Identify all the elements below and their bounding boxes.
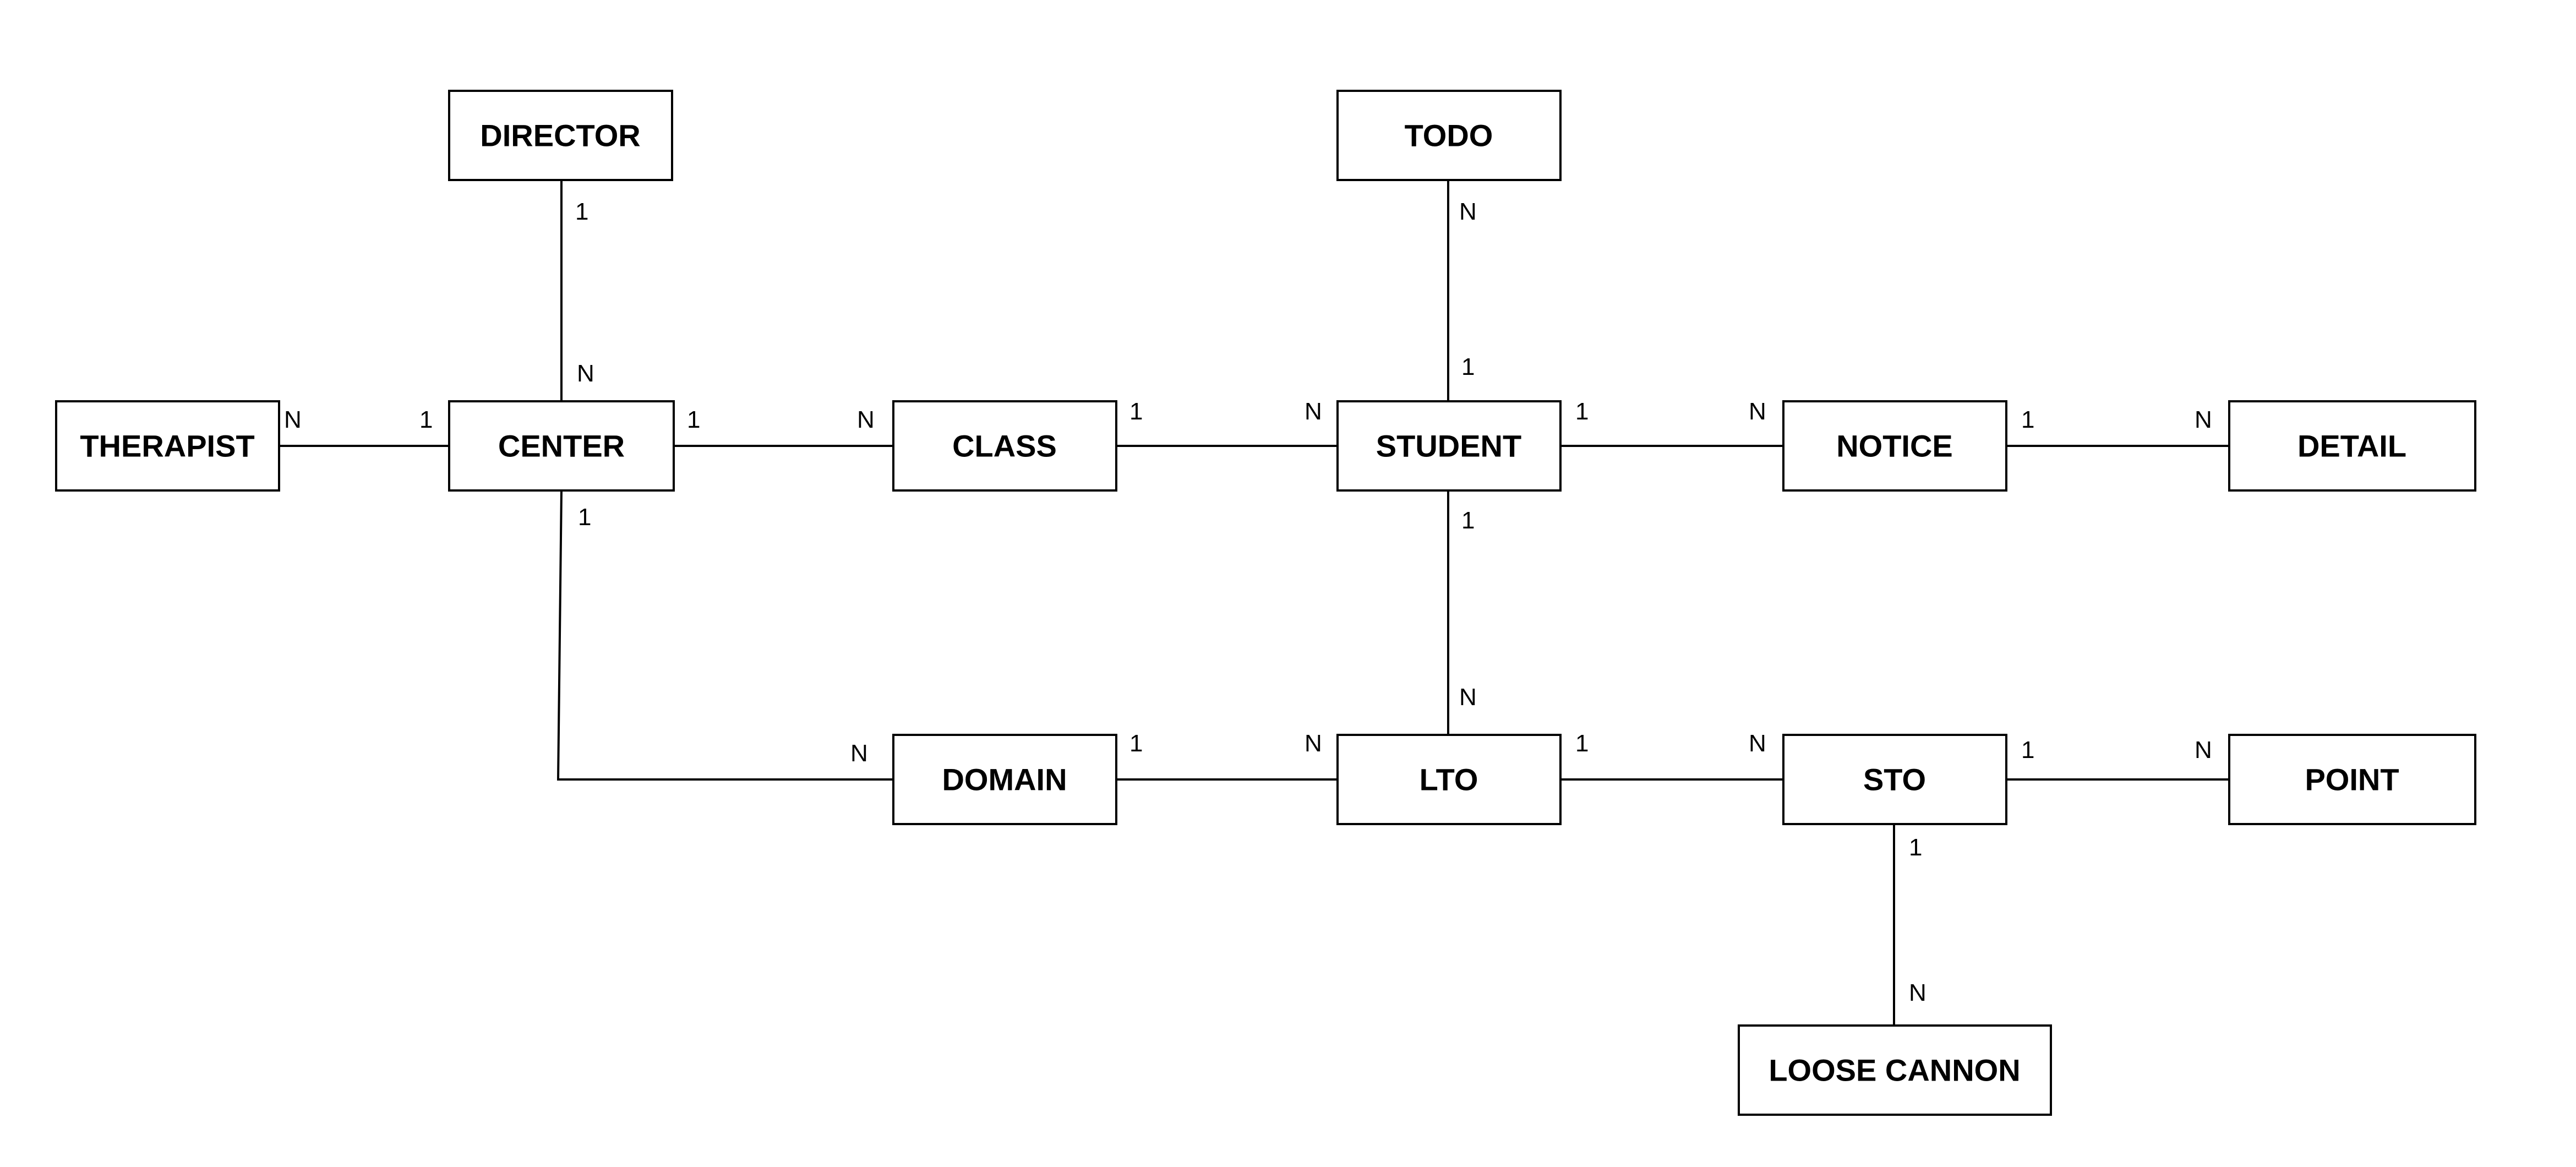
entity-lto[interactable]: LTO xyxy=(1336,734,1562,825)
card-class-student-n: N xyxy=(1305,398,1322,425)
line-center-domain xyxy=(556,490,893,781)
card-todo-student-n: N xyxy=(1459,198,1477,225)
entity-point[interactable]: POINT xyxy=(2228,734,2476,825)
entity-label-class: CLASS xyxy=(952,429,1057,463)
entity-label-domain: DOMAIN xyxy=(942,762,1067,797)
entity-label-detail: DETAIL xyxy=(2297,429,2406,463)
card-student-lto-n: N xyxy=(1459,684,1477,711)
entity-student[interactable]: STUDENT xyxy=(1336,400,1562,492)
card-center-domain-1: 1 xyxy=(578,504,591,531)
card-director-center-n: N xyxy=(577,360,594,387)
entity-label-director: DIRECTOR xyxy=(480,118,640,153)
entity-detail[interactable]: DETAIL xyxy=(2228,400,2476,492)
card-center-domain-n: N xyxy=(850,740,868,767)
entity-label-point: POINT xyxy=(2305,762,2399,797)
entity-label-lto: LTO xyxy=(1420,762,1478,797)
card-lto-sto-n: N xyxy=(1749,730,1766,757)
entity-sto[interactable]: STO xyxy=(1782,734,2007,825)
card-class-student-1: 1 xyxy=(1129,398,1143,425)
card-director-center-1: 1 xyxy=(575,198,588,225)
entity-label-sto: STO xyxy=(1863,762,1926,797)
card-sto-point-n: N xyxy=(2195,737,2212,764)
entity-therapist[interactable]: THERAPIST xyxy=(55,400,280,492)
entity-domain[interactable]: DOMAIN xyxy=(892,734,1117,825)
card-therapist-center-1: 1 xyxy=(419,406,433,433)
card-notice-detail-1: 1 xyxy=(2021,406,2034,433)
entity-label-todo: TODO xyxy=(1405,118,1493,153)
entity-loose-cannon[interactable]: LOOSE CANNON xyxy=(1738,1024,2052,1116)
card-center-class-n: N xyxy=(857,406,875,433)
card-sto-point-1: 1 xyxy=(2021,737,2034,764)
card-todo-student-1: 1 xyxy=(1461,353,1475,380)
entity-todo[interactable]: TODO xyxy=(1336,90,1562,181)
card-domain-lto-1: 1 xyxy=(1129,730,1143,757)
entity-notice[interactable]: NOTICE xyxy=(1782,400,2007,492)
entity-label-loose-cannon: LOOSE CANNON xyxy=(1769,1053,2020,1088)
card-student-notice-1: 1 xyxy=(1575,398,1589,425)
entity-class[interactable]: CLASS xyxy=(892,400,1117,492)
cardinality-labels: 1 N N 1 N 1 1 N 1 N 1 N 1 N 1 N 1 N 1 N … xyxy=(284,198,2212,1006)
card-student-notice-n: N xyxy=(1749,398,1766,425)
entity-director[interactable]: DIRECTOR xyxy=(448,90,673,181)
card-student-lto-1: 1 xyxy=(1461,507,1475,534)
entity-center[interactable]: CENTER xyxy=(448,400,675,492)
card-center-class-1: 1 xyxy=(687,406,700,433)
card-sto-loose-cannon-1: 1 xyxy=(1909,834,1922,861)
entity-label-center: CENTER xyxy=(498,429,625,463)
card-sto-loose-cannon-n: N xyxy=(1909,979,1926,1006)
connectors xyxy=(279,180,2229,1026)
card-notice-detail-n: N xyxy=(2195,406,2212,433)
entity-label-therapist: THERAPIST xyxy=(80,429,254,463)
card-therapist-center-n: N xyxy=(284,406,302,433)
card-domain-lto-n: N xyxy=(1305,730,1322,757)
card-lto-sto-1: 1 xyxy=(1575,730,1589,757)
entity-label-notice: NOTICE xyxy=(1836,429,1953,463)
entity-label-student: STUDENT xyxy=(1376,429,1521,463)
